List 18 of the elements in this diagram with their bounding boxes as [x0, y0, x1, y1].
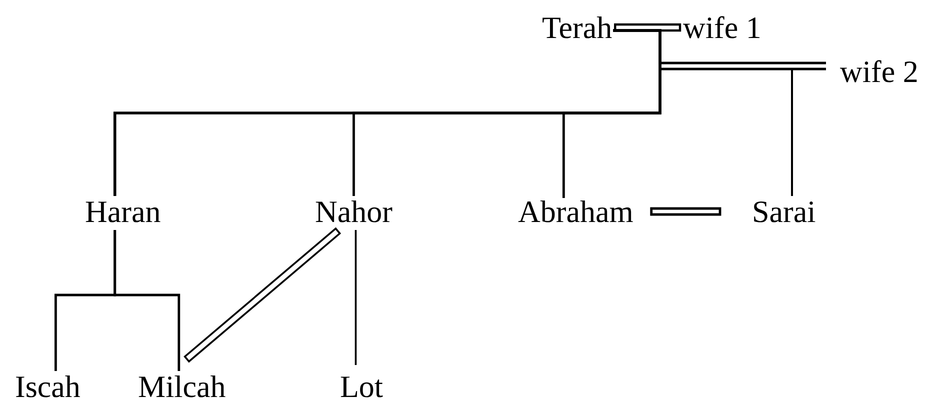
marriage-line [650, 207, 722, 216]
person-name: Terah [542, 12, 612, 43]
person-name: wife 2 [840, 56, 918, 87]
person-name: Sarai [752, 196, 816, 227]
marriage-line [614, 23, 682, 32]
person-name: Iscah [15, 371, 80, 402]
marriage-line [184, 227, 342, 363]
person-name: Nahor [315, 196, 392, 227]
descent-line [113, 29, 662, 196]
descent-line [562, 29, 662, 198]
descent-line [114, 230, 180, 371]
descent-line [791, 68, 826, 196]
descent-line [354, 230, 357, 365]
person-name: wife 1 [683, 12, 762, 43]
person-name: Milcah [138, 371, 226, 402]
person-name: Haran [85, 196, 161, 227]
person-name: Lot [340, 371, 384, 402]
person-name: Abraham [518, 196, 634, 227]
